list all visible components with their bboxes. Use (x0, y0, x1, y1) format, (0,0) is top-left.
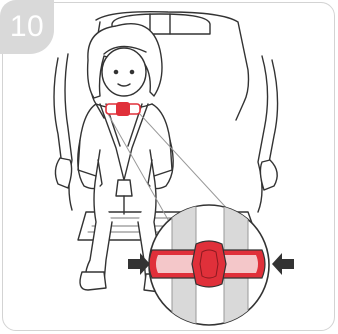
child-left-leg (86, 176, 113, 282)
right-armrest (260, 160, 277, 190)
crotch-buckle (116, 180, 132, 196)
left-armrest (55, 158, 71, 188)
child-left-shoe (80, 272, 106, 290)
child-face (102, 48, 146, 96)
arrow-right-icon (272, 253, 294, 275)
child-right-arm (148, 140, 173, 189)
child-left-arm (78, 140, 102, 189)
chest-clip-small (106, 102, 140, 116)
